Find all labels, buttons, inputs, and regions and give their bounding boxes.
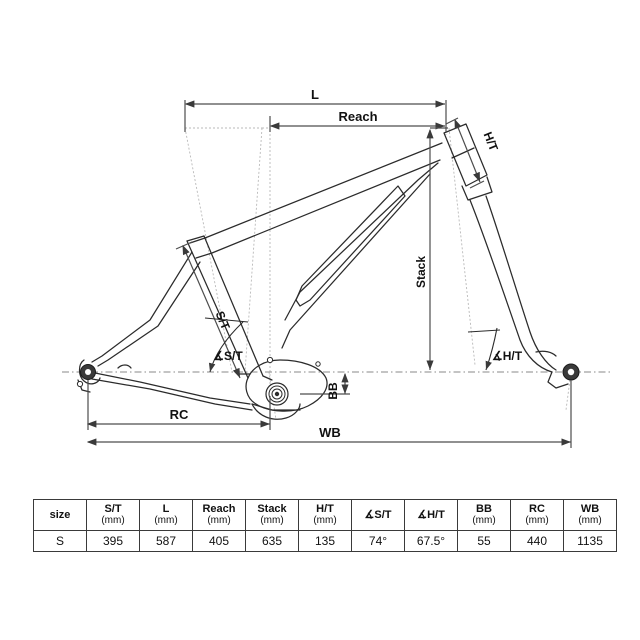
header-size-label: size [49, 509, 71, 521]
header-bottom-bracket-label: BB [476, 503, 492, 515]
cell-reach: 405 [192, 530, 246, 552]
header-head-tube-label: H/T [316, 503, 334, 515]
cell-wheelbase: 1135 [563, 530, 617, 552]
header-wheelbase: WB (mm) [563, 499, 617, 531]
header-stack: Stack (mm) [245, 499, 299, 531]
header-seat-tube: S/T (mm) [86, 499, 140, 531]
label-length: L [311, 87, 319, 102]
geometry-drawing: L Reach H/T Stack S/T ∡S/T ∡H/T BB RC WB [62, 87, 612, 448]
label-stack: Stack [414, 256, 428, 288]
header-seat-tube-angle: ∡S/T [351, 499, 405, 531]
header-wheelbase-unit: (mm) [578, 515, 602, 526]
front-hub-icon [562, 363, 580, 381]
header-bottom-bracket: BB (mm) [457, 499, 511, 531]
header-rear-center: RC (mm) [510, 499, 564, 531]
label-head-tube: H/T [481, 130, 501, 154]
header-head-tube-angle: ∡H/T [404, 499, 458, 531]
header-wheelbase-label: WB [580, 503, 600, 515]
header-length-label: L [162, 503, 170, 515]
label-head-tube-angle: ∡H/T [492, 349, 523, 363]
header-seat-tube-label: S/T [104, 503, 122, 515]
angle-arcs [204, 317, 501, 373]
label-wheelbase: WB [319, 425, 341, 440]
construction-lines [184, 118, 572, 421]
header-seat-tube-unit: (mm) [101, 515, 125, 526]
table-row: S 395 587 405 635 135 74° 67.5° 55 440 1… [33, 530, 617, 552]
header-reach-label: Reach [202, 503, 236, 515]
header-stack-label: Stack [257, 503, 287, 515]
cell-seat-tube-angle: 74° [351, 530, 405, 552]
table-header-row: size S/T (mm) L (mm) Reach (mm) Stack (m… [33, 499, 617, 531]
geometry-table-container: size S/T (mm) L (mm) Reach (mm) Stack (m… [33, 499, 617, 552]
header-head-tube-unit: (mm) [313, 515, 337, 526]
label-bottom-bracket: BB [326, 382, 340, 400]
header-head-tube-angle-label: ∡H/T [417, 509, 445, 521]
label-seat-tube-angle: ∡S/T [213, 349, 243, 363]
label-reach: Reach [338, 109, 377, 124]
cell-size: S [33, 530, 87, 552]
cell-rear-center: 440 [510, 530, 564, 552]
header-bottom-bracket-unit: (mm) [472, 515, 496, 526]
frame-outline [77, 123, 569, 420]
cell-seat-tube: 395 [86, 530, 140, 552]
cell-bottom-bracket: 55 [457, 530, 511, 552]
header-length-unit: (mm) [154, 515, 178, 526]
header-head-tube: H/T (mm) [298, 499, 352, 531]
cell-head-tube: 135 [298, 530, 352, 552]
dimension-lines [86, 100, 572, 448]
header-stack-unit: (mm) [260, 515, 284, 526]
cell-stack: 635 [245, 530, 299, 552]
header-reach-unit: (mm) [207, 515, 231, 526]
rear-hub-icon [80, 364, 96, 380]
header-size: size [33, 499, 87, 531]
header-seat-tube-angle-label: ∡S/T [364, 509, 392, 521]
header-reach: Reach (mm) [192, 499, 246, 531]
frame-geometry-diagram: L Reach H/T Stack S/T ∡S/T ∡H/T BB RC WB [62, 87, 612, 448]
cell-head-tube-angle: 67.5° [404, 530, 458, 552]
geometry-table: size S/T (mm) L (mm) Reach (mm) Stack (m… [33, 499, 617, 552]
bottom-bracket-icon [265, 382, 289, 406]
label-rear-center: RC [170, 407, 189, 422]
header-length: L (mm) [139, 499, 193, 531]
label-seat-tube: S/T [213, 309, 233, 332]
header-rear-center-label: RC [529, 503, 545, 515]
frame-bosses [76, 356, 321, 388]
header-rear-center-unit: (mm) [525, 515, 549, 526]
cell-length: 587 [139, 530, 193, 552]
